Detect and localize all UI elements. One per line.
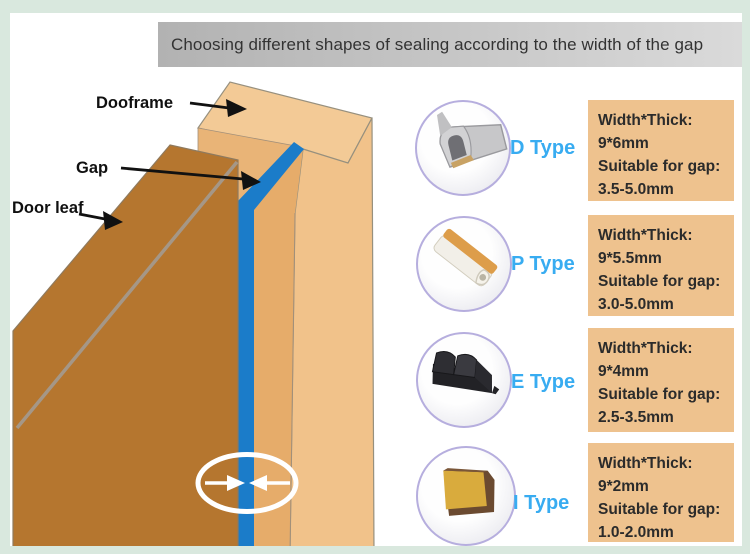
gap-converge-arrows-icon — [205, 475, 290, 491]
door-leaf-edge-line — [15, 160, 239, 430]
spec-gap-value: 3.0-5.0mm — [598, 296, 674, 313]
p-profile-icon — [433, 228, 498, 287]
seal-photo-p-type — [416, 216, 512, 312]
type-label-p: P Type — [511, 253, 575, 275]
spec-gap-value: 2.5-3.5mm — [598, 409, 674, 426]
gap-ellipse — [195, 452, 299, 514]
doorframe-arrow-icon — [189, 99, 247, 117]
spec-box-i-type: Width*Thick: 9*2mm Suitable for gap: 1.0… — [588, 443, 734, 542]
spec-width-thick-label: Width*Thick: — [598, 227, 693, 244]
door-leaf-arrow-icon — [78, 211, 123, 230]
spec-width-thick-label: Width*Thick: — [598, 112, 693, 129]
e-profile-icon — [431, 351, 500, 395]
door-leaf-slab — [12, 144, 239, 554]
spec-box-d-type: Width*Thick: 9*6mm Suitable for gap: 3.5… — [588, 100, 734, 201]
title-bar: Choosing different shapes of sealing acc… — [158, 22, 742, 67]
type-label-d: D Type — [510, 137, 576, 159]
doorframe-label: Dooframe — [96, 94, 174, 112]
type-label-i: I Type — [513, 492, 570, 514]
seal-photo-i-type — [416, 446, 516, 546]
spec-gap-label: Suitable for gap: — [598, 386, 721, 403]
page-title: Choosing different shapes of sealing acc… — [171, 34, 704, 54]
seal-photo-e-type — [416, 332, 512, 428]
spec-width-thick-label: Width*Thick: — [598, 340, 693, 357]
type-label-e: E Type — [511, 371, 576, 393]
spec-width-thick-value: 9*5.5mm — [598, 250, 662, 267]
d-profile-icon — [436, 111, 508, 169]
spec-gap-label: Suitable for gap: — [598, 158, 721, 175]
spec-gap-label: Suitable for gap: — [598, 273, 721, 290]
spec-gap-value: 1.0-2.0mm — [598, 524, 674, 541]
doorframe-right-face — [289, 117, 375, 554]
spec-width-thick-value: 9*4mm — [598, 363, 649, 380]
i-profile-icon — [443, 468, 495, 516]
door-leaf-label: Door leaf — [12, 199, 84, 217]
gap-label: Gap — [76, 159, 109, 177]
spec-box-e-type: Width*Thick: 9*4mm Suitable for gap: 2.5… — [588, 328, 734, 432]
spec-width-thick-label: Width*Thick: — [598, 455, 693, 472]
seal-photo-d-type — [415, 100, 511, 196]
spec-gap-label: Suitable for gap: — [598, 501, 721, 518]
doorframe-rabbet-face — [254, 149, 303, 554]
spec-gap-value: 3.5-5.0mm — [598, 181, 674, 198]
spec-box-p-type: Width*Thick: 9*5.5mm Suitable for gap: 3… — [588, 215, 734, 316]
spec-width-thick-value: 9*6mm — [598, 135, 649, 152]
spec-width-thick-value: 9*2mm — [598, 478, 649, 495]
gap-arrow-icon — [120, 166, 261, 190]
